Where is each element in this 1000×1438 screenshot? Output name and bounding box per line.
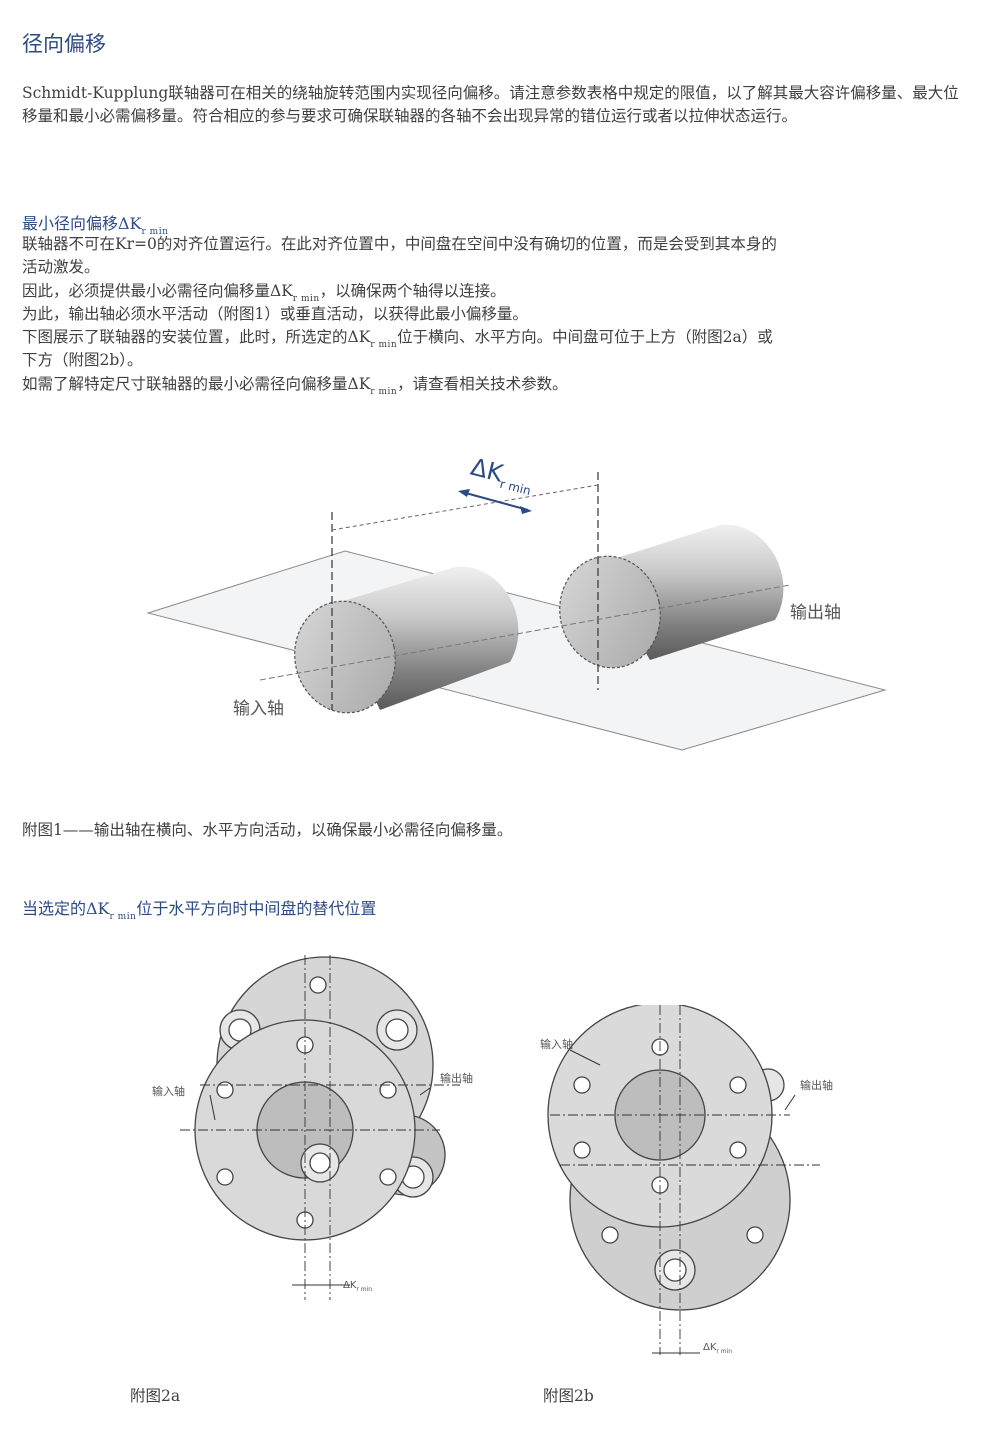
output-shaft-cylinder <box>559 524 784 669</box>
figure2b-input-shaft-label: 输入轴 <box>540 1038 573 1051</box>
figure1-output-shaft-label: 输出轴 <box>790 603 841 623</box>
figure1-caption: 附图1——输出轴在横向、水平方向活动，以确保最小必需径向偏移量。 <box>22 821 513 839</box>
section1-line-5: 下图展示了联轴器的安装位置，此时，所选定的ΔKr min位于横向、水平方向。中间… <box>22 328 773 350</box>
figure2b-diagram <box>547 1005 820 1355</box>
figure2b-output-shaft-label: 输出轴 <box>800 1079 833 1092</box>
figure1-input-shaft-label: 输入轴 <box>233 699 284 719</box>
input-shaft-cylinder <box>294 566 519 714</box>
delta-arrow <box>461 491 529 511</box>
section1-line-7: 如需了解特定尺寸联轴器的最小必需径向偏移量ΔKr min，请查看相关技术参数。 <box>22 375 568 397</box>
figure1-shafts-diagram <box>146 472 887 751</box>
section1-line-3: 因此，必须提供最小必需径向偏移量ΔKr min，以确保两个轴得以连接。 <box>22 282 506 304</box>
section1-line-4: 为此，输出轴必须水平活动（附图1）或垂直活动，以获得此最小偏移量。 <box>22 305 528 323</box>
figure2b-delta-label: ΔKr min <box>703 1342 733 1355</box>
section1-heading: 最小径向偏移ΔKr min <box>22 214 169 237</box>
figure2a-output-shaft-label: 输出轴 <box>440 1072 473 1085</box>
section1-line-1: 联轴器不可在Kr=0的对齐位置运行。在此对齐位置中，中间盘在空间中没有确切的位置… <box>22 235 777 253</box>
figure2a-caption: 附图2a <box>130 1387 181 1405</box>
section1-line-6: 下方（附图2b）。 <box>22 351 143 369</box>
section1-line-2: 活动激发。 <box>22 258 100 276</box>
figure2b-caption: 附图2b <box>543 1387 594 1405</box>
section2-heading: 当选定的ΔKr min位于水平方向时中间盘的替代位置 <box>22 899 377 922</box>
figure2a-diagram <box>180 955 460 1300</box>
figure2a-delta-label: ΔKr min <box>343 1280 373 1293</box>
intro-paragraph: Schmidt-Kupplung联轴器可在相关的绕轴旋转范围内实现径向偏移。请注… <box>22 84 959 125</box>
page-title: 径向偏移 <box>22 32 106 56</box>
figure2a-input-shaft-label: 输入轴 <box>152 1085 185 1098</box>
